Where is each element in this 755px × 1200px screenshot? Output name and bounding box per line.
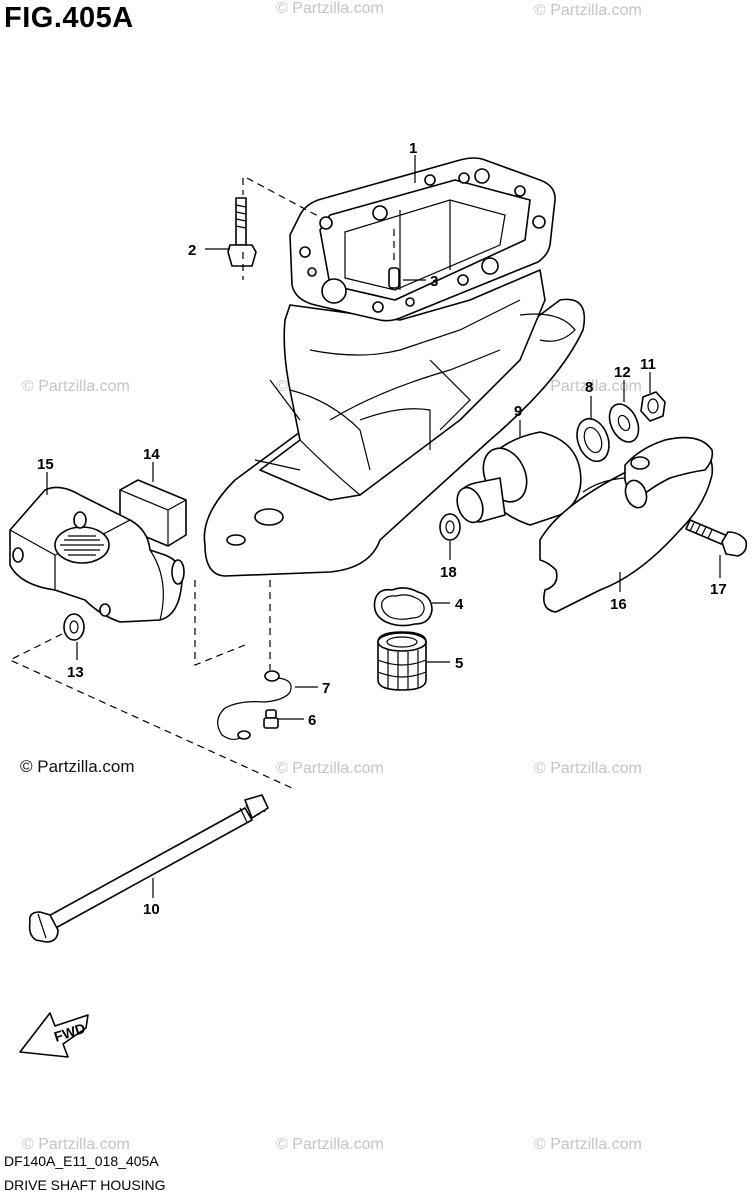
callout-6: 6 — [308, 712, 316, 729]
callout-7: 7 — [322, 680, 330, 697]
mount-cover[interactable] — [539, 436, 714, 613]
callout-15: 15 — [37, 456, 54, 473]
callout-18: 18 — [440, 564, 457, 581]
watermark: © Partzilla.com — [20, 757, 135, 776]
callout-12: 12 — [614, 364, 631, 381]
callout-14: 14 — [143, 446, 160, 463]
bolt[interactable] — [227, 197, 257, 267]
figure-code: DF140A_E11_018_405A — [4, 1153, 159, 1169]
gasket[interactable] — [373, 587, 433, 627]
watermark: © Partzilla.com — [534, 2, 642, 19]
figure-title: FIG.405A — [4, 2, 134, 34]
dowel-pin[interactable] — [388, 267, 400, 289]
upper-mount[interactable] — [453, 431, 582, 526]
washer[interactable] — [63, 613, 85, 641]
drive-shaft-housing[interactable] — [203, 157, 585, 577]
watermark: © Partzilla.com — [276, 1136, 384, 1153]
watermark: © Partzilla.com — [276, 0, 384, 17]
callout-9: 9 — [514, 403, 522, 420]
callout-4: 4 — [455, 596, 464, 613]
callout-labels: 1 2 3 4 5 6 7 8 9 10 11 12 13 14 15 16 1… — [37, 140, 727, 918]
ground-wire[interactable] — [217, 670, 292, 741]
bushing[interactable] — [377, 631, 427, 691]
lower-mount-bracket[interactable] — [9, 486, 185, 623]
watermark: © Partzilla.com — [22, 1136, 130, 1153]
figure-name: DRIVE SHAFT HOUSING — [4, 1177, 166, 1193]
callout-11: 11 — [640, 356, 656, 373]
callout-1: 1 — [409, 140, 417, 157]
nut[interactable] — [640, 391, 666, 422]
washer[interactable] — [604, 399, 644, 446]
callout-16: 16 — [610, 596, 627, 613]
watermark: © Partzilla.com — [534, 378, 642, 395]
watermark: © Partzilla.com — [534, 1136, 642, 1153]
callout-8: 8 — [585, 379, 593, 396]
assembly-lines — [8, 177, 395, 789]
callout-2: 2 — [188, 242, 196, 259]
bolt[interactable] — [685, 519, 748, 557]
callout-13: 13 — [67, 664, 84, 681]
screw[interactable] — [263, 709, 279, 729]
callout-17: 17 — [710, 581, 727, 598]
callout-3: 3 — [430, 273, 438, 290]
forward-direction-arrow: FWD — [19, 1012, 89, 1058]
long-bolt[interactable] — [28, 794, 269, 943]
callout-leaders — [46, 155, 721, 898]
watermark: © Partzilla.com — [534, 760, 642, 777]
watermark: © Partzilla.com — [276, 760, 384, 777]
washer[interactable] — [439, 513, 461, 541]
callout-5: 5 — [455, 655, 463, 672]
fwd-label: FWD — [52, 1020, 87, 1045]
washer[interactable] — [571, 414, 614, 466]
watermark: © Partzilla.com — [22, 378, 130, 395]
callout-10: 10 — [143, 901, 160, 918]
